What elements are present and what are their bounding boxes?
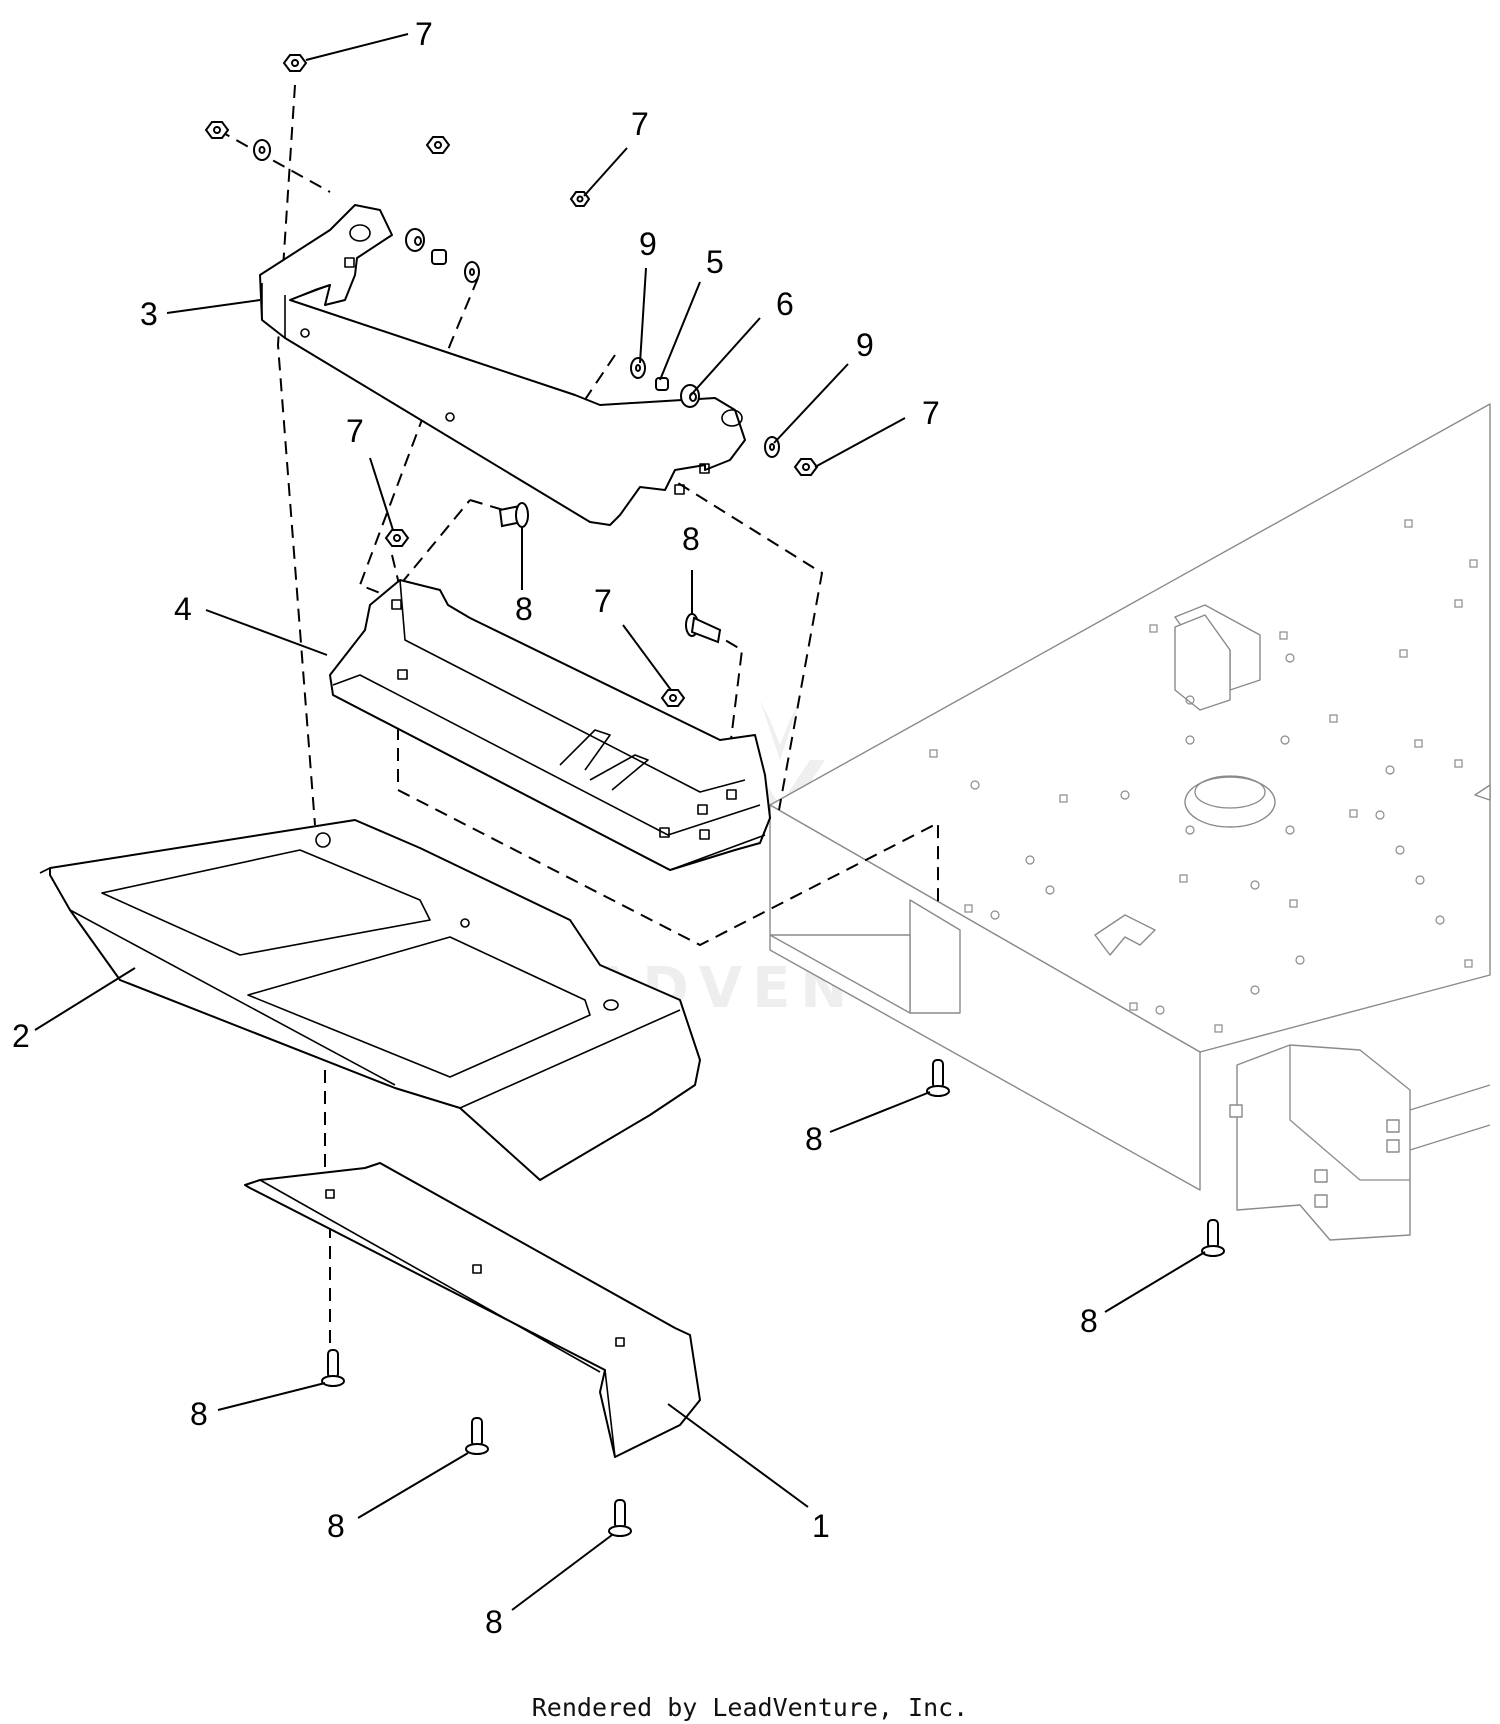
- callout-3: 3: [140, 296, 158, 332]
- assembly-dashed-lines: [217, 84, 939, 1355]
- spacer-icon: [431, 249, 447, 265]
- callout-8: 8: [190, 1396, 208, 1432]
- callout-7: 7: [594, 583, 612, 619]
- callout-7: 7: [415, 16, 433, 52]
- hex-nut-icon: [660, 689, 686, 707]
- lower-shield: [244, 1162, 701, 1458]
- render-credit: Rendered by LeadVenture, Inc.: [531, 1693, 969, 1722]
- callout-8: 8: [1080, 1303, 1098, 1339]
- washer-icon: [630, 357, 646, 379]
- callout-4: 4: [174, 591, 192, 627]
- lower-channel-bracket: [329, 579, 771, 871]
- spacer-icon: [655, 377, 669, 391]
- washer-icon: [253, 139, 271, 161]
- hex-nut-icon: [204, 121, 230, 139]
- carriage-bolt-icon: [498, 502, 529, 528]
- callout-labels: 7 7 9 5 6 9 7 3 7 8 4 8 7 2 8 8 8 1 8 8: [12, 16, 1098, 1640]
- callout-8: 8: [805, 1121, 823, 1157]
- foot-plate: [39, 819, 701, 1181]
- carriage-bolt-icon: [926, 1059, 950, 1097]
- callout-9: 9: [856, 327, 874, 363]
- callout-7: 7: [922, 395, 940, 431]
- leader-lines: [34, 33, 1206, 1611]
- callout-5: 5: [706, 244, 724, 280]
- hex-nut-icon: [282, 54, 308, 72]
- callout-8: 8: [515, 591, 533, 627]
- carriage-bolt-icon: [465, 1417, 489, 1455]
- hardware: [204, 54, 1225, 1537]
- callout-8: 8: [327, 1508, 345, 1544]
- carriage-bolt-icon: [608, 1499, 632, 1537]
- callout-7: 7: [631, 106, 649, 142]
- hex-nut-icon: [425, 136, 451, 154]
- hex-nut-icon: [384, 529, 410, 547]
- callout-2: 2: [12, 1018, 30, 1054]
- callout-6: 6: [776, 286, 794, 322]
- callout-8: 8: [682, 521, 700, 557]
- carriage-bolt-icon: [321, 1349, 345, 1387]
- callout-9: 9: [639, 226, 657, 262]
- mower-frame-ghost: [769, 403, 1491, 1241]
- carriage-bolt-icon: [685, 613, 722, 644]
- washer-icon: [464, 261, 480, 283]
- callout-7: 7: [346, 413, 364, 449]
- callout-8: 8: [485, 1604, 503, 1640]
- upper-mounting-bracket: [259, 204, 746, 526]
- carriage-bolt-icon: [1201, 1219, 1225, 1257]
- callout-1: 1: [812, 1508, 830, 1544]
- hex-nut-icon: [793, 458, 819, 476]
- bushing-icon: [405, 228, 425, 252]
